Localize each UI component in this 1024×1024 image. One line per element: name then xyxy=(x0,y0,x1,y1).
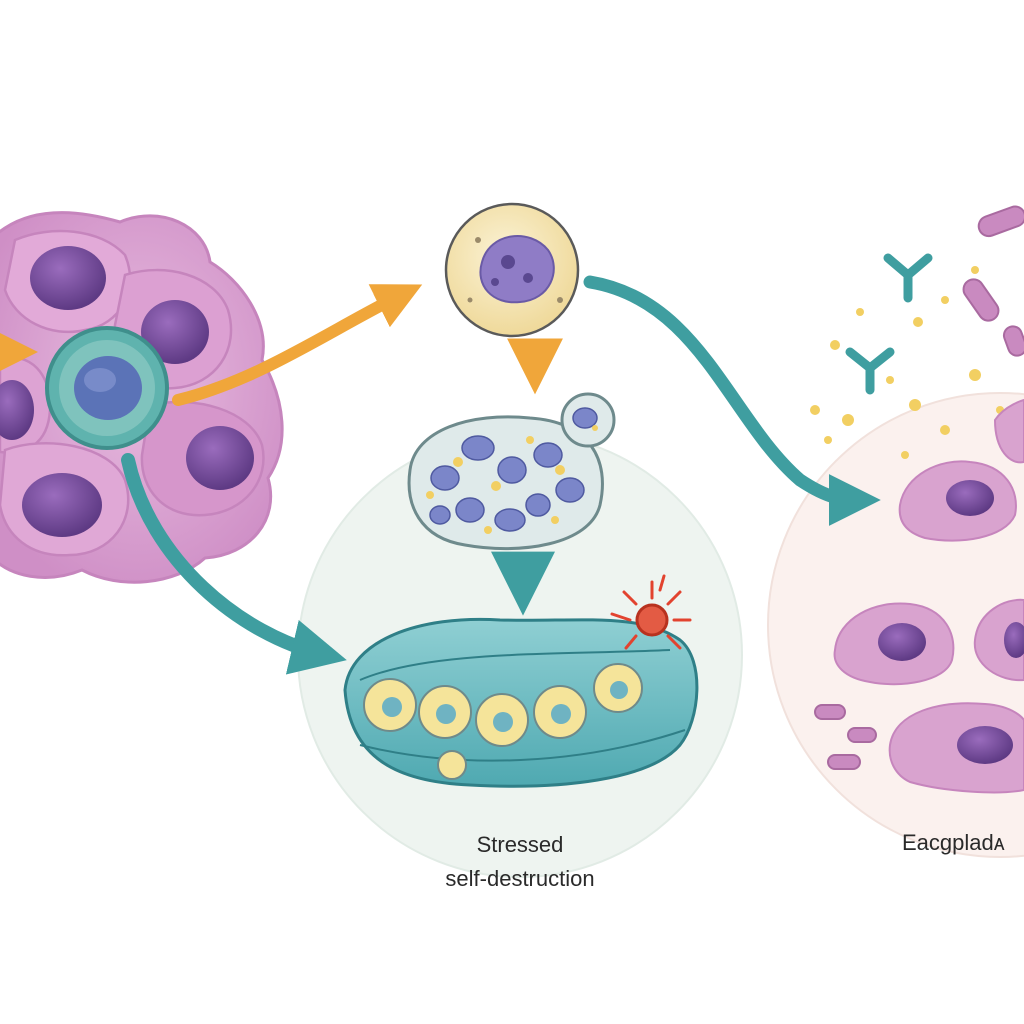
teal-arrow-to-clearance xyxy=(583,275,881,526)
burst-icon xyxy=(610,574,692,650)
cell-cluster-icon xyxy=(0,211,284,584)
stem-cell-icon xyxy=(45,326,169,450)
yellow-debris xyxy=(810,266,1004,459)
engulfed-cells xyxy=(833,398,1024,794)
orange-arrow-to-cell xyxy=(172,284,423,406)
teal-arrow-to-stress xyxy=(121,453,347,675)
bacterium-icon xyxy=(814,205,1024,770)
stressed-label-line2: self-destruction xyxy=(445,866,595,891)
stressed-cell-body xyxy=(343,617,699,788)
fragmented-cell-icon xyxy=(407,392,616,551)
swollen-cell-icon xyxy=(444,202,580,338)
clearance-label: Eacgpladᴀ xyxy=(902,830,1005,855)
stressed-label-line1: Stressed xyxy=(476,832,564,857)
antibody-icon xyxy=(845,253,933,395)
